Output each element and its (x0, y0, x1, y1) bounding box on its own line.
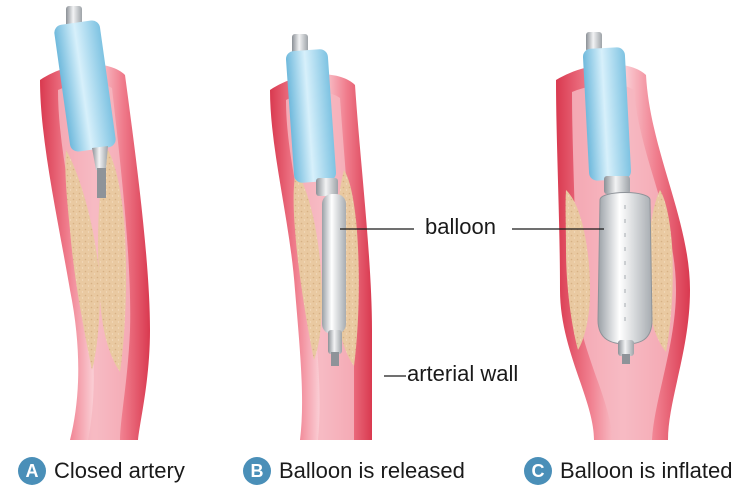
caption-a: A Closed artery (18, 455, 185, 487)
panel-c-balloon-inflated (512, 32, 690, 440)
balloon-collar-b (316, 178, 338, 196)
caption-text-a: Closed artery (54, 458, 185, 484)
caption-text-c: Balloon is inflated (560, 458, 732, 484)
balloon-inflated-c (598, 193, 652, 345)
guidewire-b (331, 352, 339, 366)
balloon-deflated-b (322, 194, 346, 334)
balloon-label: balloon (425, 214, 496, 240)
arterial-wall-label: arterial wall (407, 361, 518, 387)
caption-c: C Balloon is inflated (524, 455, 732, 487)
panel-b-balloon-released (270, 34, 414, 440)
badge-c: C (524, 457, 552, 485)
balloon-end-c (618, 340, 634, 356)
balloon-collar-c (604, 176, 630, 194)
badge-b: B (243, 457, 271, 485)
panel-a-closed-artery (40, 6, 150, 440)
catheter-c (583, 47, 632, 181)
caption-b: B Balloon is released (243, 455, 465, 487)
guidewire-c (622, 354, 630, 364)
caption-text-b: Balloon is released (279, 458, 465, 484)
balloon-end-b (328, 330, 342, 354)
guidewire-a (97, 168, 106, 198)
badge-a: A (18, 457, 46, 485)
